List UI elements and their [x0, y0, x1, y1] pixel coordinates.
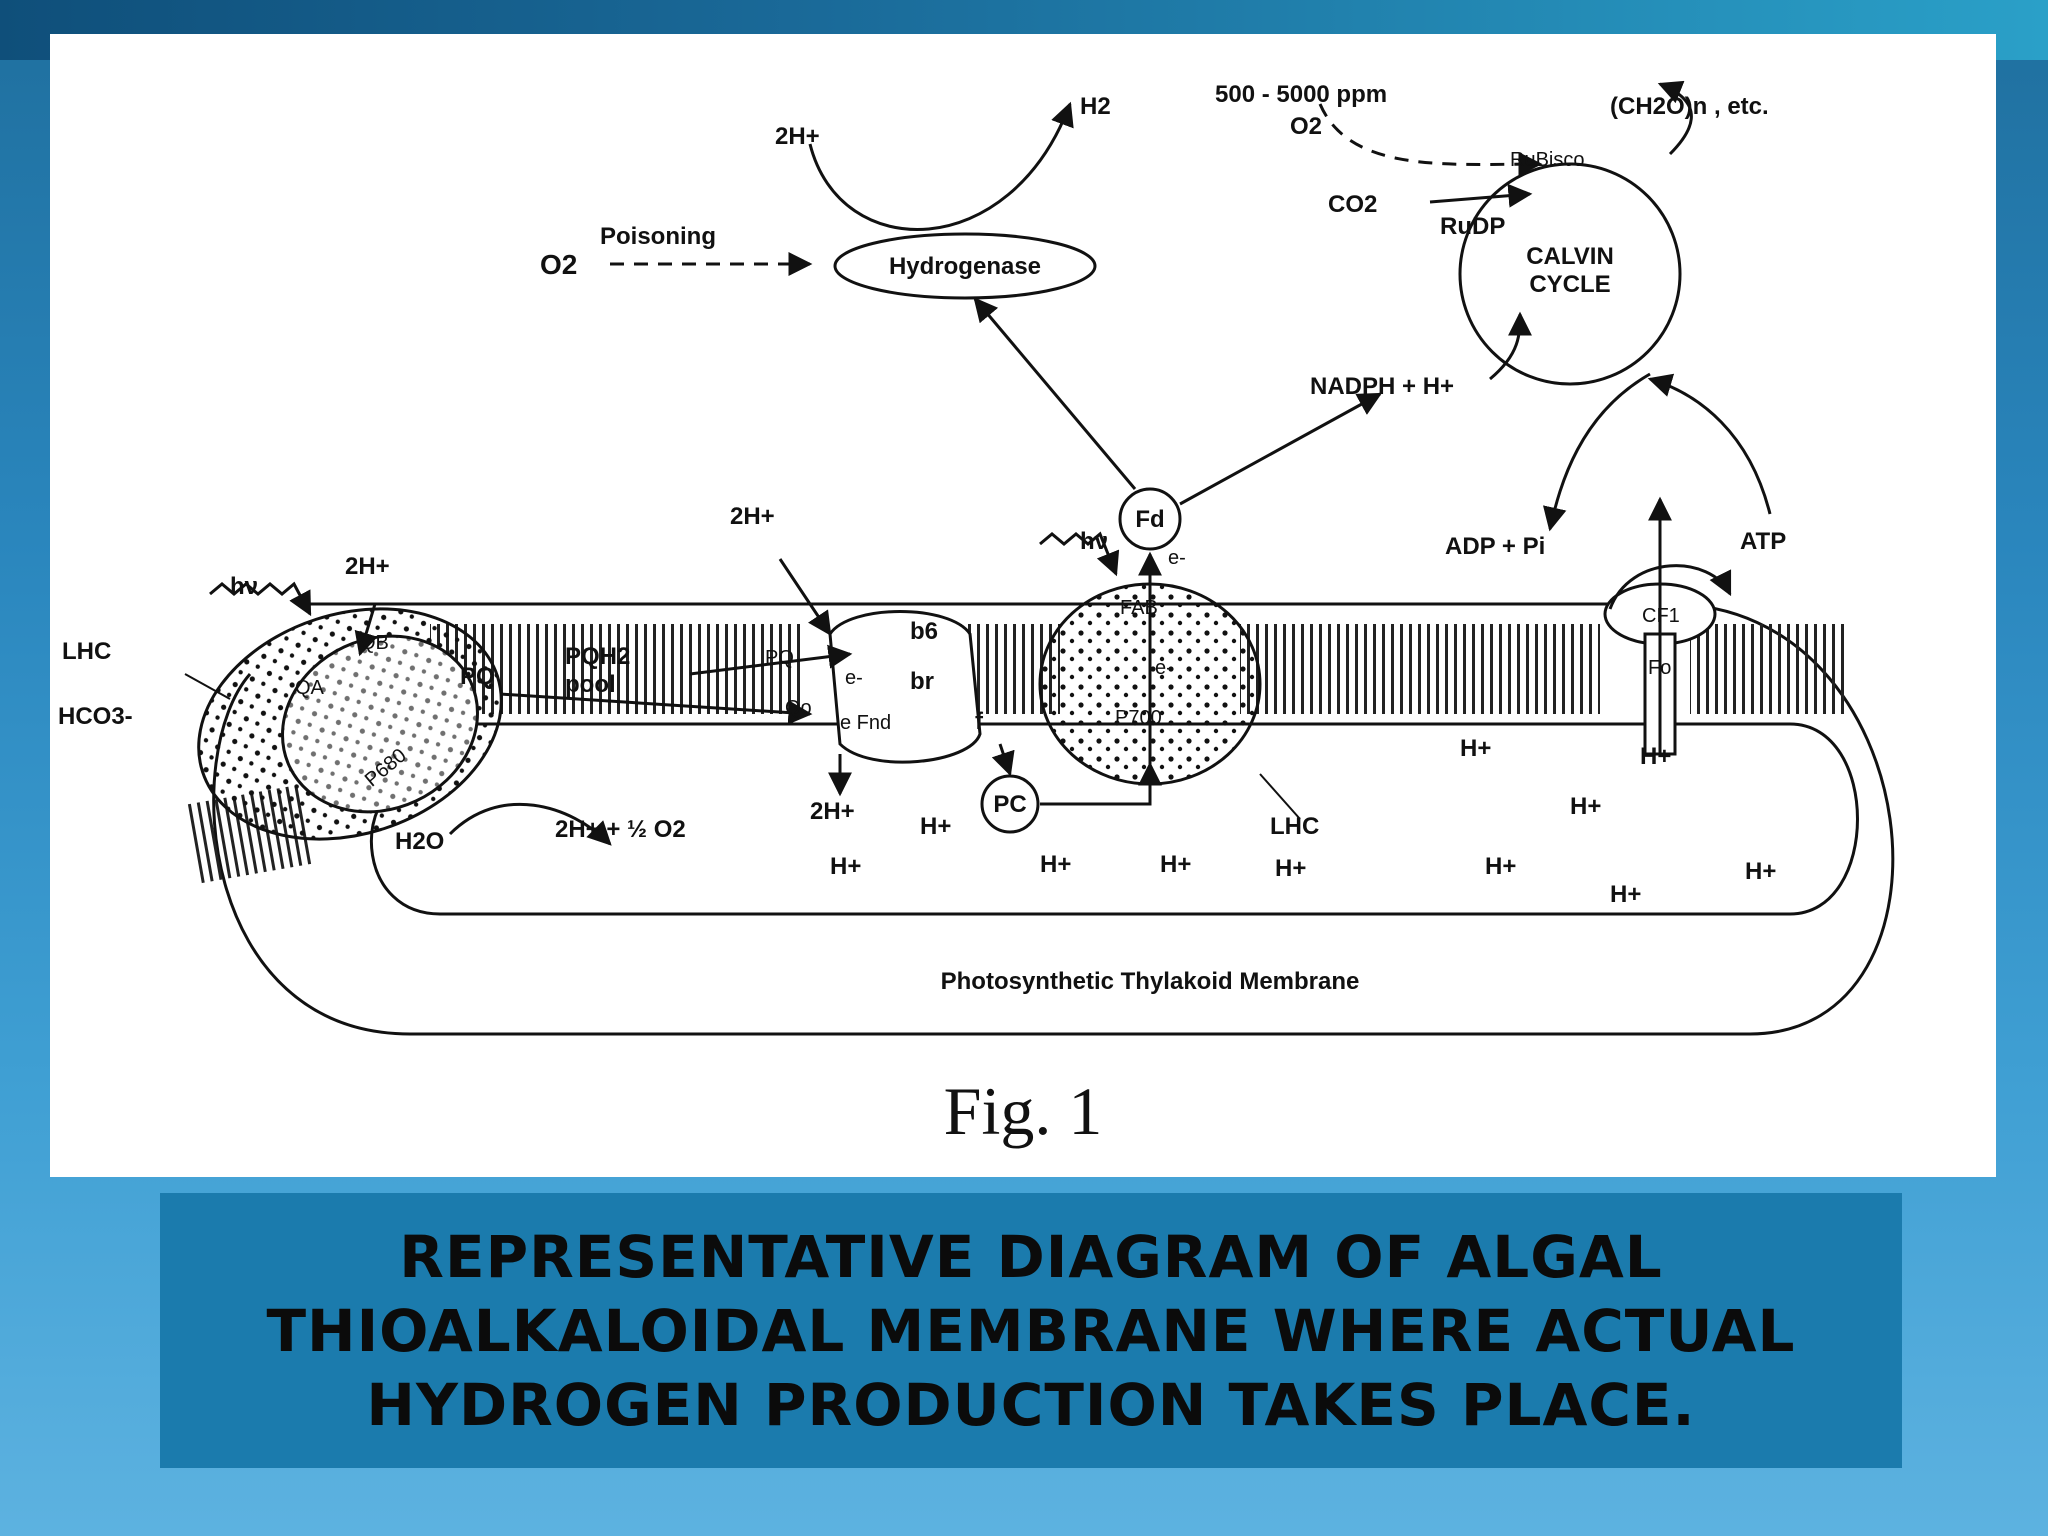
- caption-line-2: THIOALKALOIDAL MEMBRANE WHERE ACTUAL: [266, 1296, 1796, 1365]
- pqh2-label: PQH2: [565, 643, 630, 670]
- e-top-label: e-: [1168, 547, 1186, 569]
- pq-pool-arrow: [499, 692, 813, 725]
- fd-hydrogenase-arrow: [973, 297, 1137, 490]
- 2h-bottom-label: 2H+: [810, 798, 855, 825]
- 2h-cyt-label: 2H+: [730, 503, 775, 530]
- membrane-bilayer-right: [1240, 624, 1600, 714]
- ch2o-arrow: [1657, 80, 1693, 156]
- calvin-adp-arrow: [1542, 372, 1651, 532]
- e-fnd-label: e Fnd: [840, 712, 891, 734]
- e-psi-label: e-: [1155, 657, 1173, 679]
- pq-label: PQ: [460, 663, 495, 690]
- caption-text: REPRESENTATIVE DIAGRAM OF ALGAL THIOALKA…: [160, 1193, 1902, 1468]
- figure-panel: Hydrogenase Fd PC: [50, 34, 1996, 1177]
- hydrogenase-enzyme: [833, 232, 1097, 300]
- calvin-cycle-ring: [1458, 162, 1682, 386]
- b-lower-label: br: [910, 668, 934, 695]
- proton-cyt-arrow: [778, 558, 832, 636]
- rudp-label: RuDP: [1440, 213, 1505, 240]
- qb-label: QB: [360, 632, 389, 654]
- hv-left-label: hν: [230, 573, 258, 600]
- lhc-left-label: LHC: [62, 638, 111, 665]
- lumen-proton: H+: [920, 813, 951, 840]
- co2-label: CO2: [1328, 191, 1377, 218]
- hco3-label: HCO3-: [58, 703, 133, 730]
- lumen-proton: H+: [1640, 743, 1671, 770]
- proton-psii-arrow: [354, 603, 378, 657]
- fd-nadph-arrow: [1179, 392, 1383, 506]
- lhc-right-pointer: [1259, 773, 1301, 820]
- atp-label: ATP: [1740, 528, 1786, 555]
- fo-label: Fo: [1648, 657, 1671, 679]
- h2o-label: H2O: [395, 828, 444, 855]
- o2-ppm-label: 500 - 5000 ppm: [1215, 81, 1387, 108]
- lumen-proton: H+: [1040, 851, 1071, 878]
- figure-number: Fig. 1: [943, 1073, 1103, 1149]
- atp-calvin-arrow: [1647, 373, 1772, 515]
- p700-label: P700: [1115, 707, 1162, 729]
- membrane-title: Photosynthetic Thylakoid Membrane: [941, 968, 1360, 995]
- hv-psi-label: hν: [1080, 528, 1108, 555]
- lumen-proton: H+: [1485, 853, 1516, 880]
- cyt-pc-arrow: [991, 743, 1015, 777]
- lumen-proton: H+: [1275, 855, 1306, 882]
- calvin-label: CALVIN: [1526, 243, 1614, 270]
- pool-label: pool: [565, 671, 616, 698]
- caption-line-3: HYDROGEN PRODUCTION TAKES PLACE.: [366, 1370, 1696, 1439]
- lumen-proton: H+: [830, 853, 861, 880]
- cytochrome-b6f-complex: [828, 610, 982, 764]
- lumen-proton: H+: [1745, 858, 1776, 885]
- thylakoid-diagram: Hydrogenase Fd PC: [58, 80, 1895, 1036]
- fab-label: FAB: [1120, 597, 1158, 619]
- water-split-label: 2H+ + ½ O2: [555, 816, 686, 843]
- o2-left-label: O2: [540, 249, 577, 280]
- lhc-right-label: LHC: [1270, 813, 1319, 840]
- o2-rubisco-arrow: [1318, 103, 1543, 177]
- poisoning-label: Poisoning: [600, 223, 716, 250]
- lumen-proton: H+: [1570, 793, 1601, 820]
- rubisco-label: RuBisco: [1510, 149, 1584, 171]
- qa-label: QA: [295, 677, 325, 699]
- 2h-psii-label: 2H+: [345, 553, 390, 580]
- pq-cyt-label: PQ: [765, 647, 794, 669]
- lumen-proton: H+: [1610, 881, 1641, 908]
- lhc-left-pointer: [184, 673, 231, 700]
- light-psii-wave: [209, 581, 312, 617]
- adp-pi-label: ADP + Pi: [1445, 533, 1545, 560]
- cf1-label: CF1: [1642, 605, 1680, 627]
- atp-formation-arrow: [1608, 564, 1732, 610]
- nadph-label: NADPH + H+: [1310, 373, 1454, 400]
- h2-production-arrow: [808, 101, 1074, 231]
- lumen-proton: H+: [1160, 851, 1191, 878]
- psii-core-dots: [282, 636, 478, 812]
- cycle-label: CYCLE: [1529, 271, 1610, 298]
- caption-box: REPRESENTATIVE DIAGRAM OF ALGAL THIOALKA…: [160, 1193, 1902, 1468]
- h2-label: H2: [1080, 93, 1111, 120]
- f-label: f: [975, 708, 984, 735]
- qo-label: Qo: [785, 697, 812, 719]
- membrane-bilayer-far: [1690, 624, 1850, 714]
- pc-p700-arrow: [1040, 761, 1162, 806]
- lumen-proton: H+: [1460, 735, 1491, 762]
- water-splitting-arrow: [448, 802, 612, 846]
- pc-label: PC: [993, 791, 1026, 818]
- nadph-calvin-arrow: [1489, 311, 1532, 381]
- pqh2-arrow: [689, 644, 853, 676]
- co2-arrow: [1429, 183, 1533, 208]
- e-minus-label: e-: [845, 667, 863, 689]
- fd-circle: [1118, 487, 1182, 551]
- caption-line-1: REPRESENTATIVE DIAGRAM OF ALGAL: [399, 1222, 1663, 1291]
- b6-label: b6: [910, 618, 938, 645]
- light-psi-wave: [1039, 531, 1120, 577]
- o2-top-label: O2: [1290, 113, 1322, 140]
- 2h-top-label: 2H+: [775, 123, 820, 150]
- ch2o-label: (CH2O)n , etc.: [1610, 93, 1769, 120]
- fd-label: Fd: [1135, 506, 1164, 533]
- hydrogenase-label: Hydrogenase: [889, 253, 1041, 280]
